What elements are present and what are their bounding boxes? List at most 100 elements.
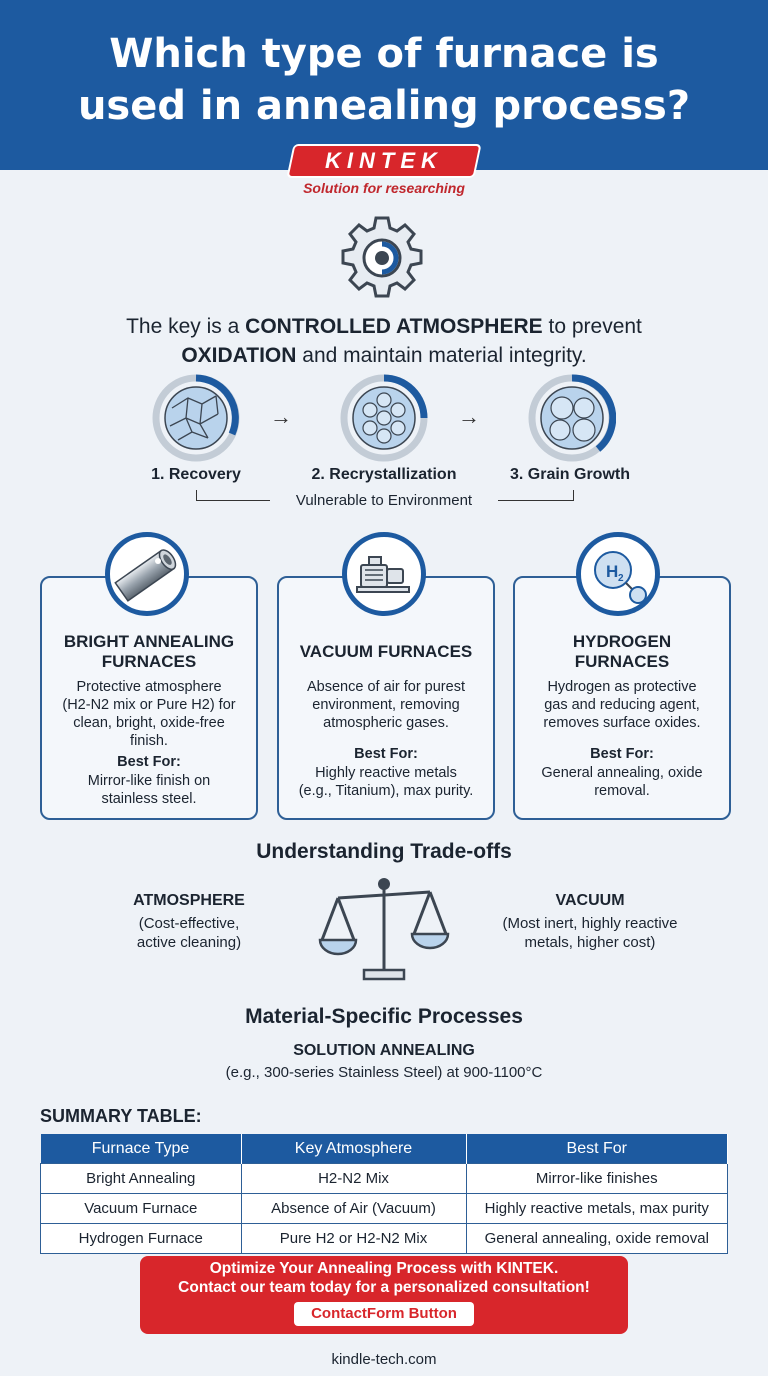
recrystallization-grain-icon	[340, 374, 428, 462]
hydrogen-symbol: H	[606, 562, 618, 581]
card-desc-line: gas and reducing agent,	[544, 697, 700, 713]
vacuum-title: VACUUM	[555, 892, 625, 909]
card-best-label: Best For:	[354, 746, 418, 762]
cta-banner: Optimize Your Annealing Process with KIN…	[140, 1256, 628, 1334]
material-title: Material-Specific Processes	[245, 1005, 523, 1028]
atmosphere-note-line: active cleaning)	[136, 934, 242, 951]
key-text-strong1: CONTROLLED ATMOSPHERE	[245, 315, 543, 338]
balance-scale-icon	[318, 878, 450, 981]
header-banner: Which type of furnace is used in anneali…	[0, 0, 768, 170]
brand-tagline: Solution for researching	[303, 180, 465, 196]
card-best-value: General annealing, oxide removal.	[523, 764, 721, 800]
summary-table: Furnace Type Key Atmosphere Best For Bri…	[40, 1134, 728, 1254]
kintek-logo: KINTEK	[325, 148, 443, 173]
solution-annealing-detail: (e.g., 300-series Stainless Steel) at 90…	[225, 1064, 543, 1081]
vacuum-pump-icon	[356, 556, 410, 593]
card-best-value: Highly reactive metals (e.g., Titanium),…	[287, 764, 485, 800]
hydrogen-subscript: 2	[618, 573, 624, 584]
stage-label-recovery: 1. Recovery	[151, 466, 241, 483]
atmosphere-title: ATMOSPHERE	[133, 892, 245, 909]
card-desc-line: Protective atmosphere	[76, 679, 222, 695]
card-desc-line: removes surface oxides.	[543, 715, 701, 731]
card-best-line: removal.	[594, 783, 650, 799]
table-cell: H2-N2 Mix	[240, 1163, 467, 1194]
card-title-line2: FURNACES	[101, 652, 197, 671]
key-text-part3: and maintain material integrity.	[296, 344, 587, 367]
cta-line1: Optimize Your Annealing Process with KIN…	[209, 1260, 559, 1277]
table-cell: Bright Annealing	[40, 1163, 242, 1194]
key-statement: The key is a CONTROLLED ATMOSPHERE to pr…	[60, 312, 708, 370]
tradeoffs-title: Understanding Trade-offs	[256, 840, 512, 863]
summary-table-label: SUMMARY TABLE:	[40, 1106, 202, 1126]
table-header-cell: Key Atmosphere	[241, 1134, 467, 1164]
card-vacuum-furnaces: VACUUM FURNACES Absence of air for pures…	[277, 576, 495, 820]
table-cell: General annealing, oxide removal	[465, 1223, 728, 1254]
gear-icon	[341, 216, 423, 298]
stage-label-grain-growth: 3. Grain Growth	[509, 466, 630, 483]
card-title: HYDROGEN FURNACES	[523, 632, 721, 672]
card-title-line1: HYDROGEN	[572, 632, 672, 651]
table-header-row: Furnace Type Key Atmosphere Best For	[40, 1134, 728, 1164]
card-title-line2: FURNACES	[574, 652, 670, 671]
table-cell: Hydrogen Furnace	[40, 1223, 242, 1254]
table-row: Vacuum Furnace Absence of Air (Vacuum) H…	[40, 1193, 728, 1224]
hydrogen-furnace-icon-circle: H 2	[576, 532, 660, 616]
card-description: Protective atmosphere (H2-N2 mix or Pure…	[50, 678, 248, 750]
card-best-line: Mirror-like finish on	[87, 773, 211, 789]
hydrogen-molecule-icon: H 2	[594, 551, 647, 604]
page-title: Which type of furnace is used in anneali…	[0, 28, 768, 132]
contact-form-button[interactable]: ContactForm Button	[294, 1302, 474, 1326]
card-best-label: Best For:	[117, 754, 181, 770]
table-header-cell: Best For	[466, 1134, 728, 1164]
card-best-line: (e.g., Titanium), max purity.	[298, 783, 474, 799]
table-cell: Highly reactive metals, max purity	[465, 1193, 728, 1224]
card-best-line: stainless steel.	[101, 791, 197, 807]
card-bright-annealing: BRIGHT ANNEALING FURNACES Protective atm…	[40, 576, 258, 820]
card-desc-line: Absence of air for purest	[307, 679, 465, 695]
card-best-label: Best For:	[590, 746, 654, 762]
table-cell: Vacuum Furnace	[40, 1193, 242, 1224]
key-text-strong2: OXIDATION	[181, 344, 297, 367]
card-best-line: General annealing, oxide	[541, 765, 703, 781]
bright-annealing-icon-circle	[105, 532, 189, 616]
card-desc-line: atmospheric gases.	[323, 715, 449, 731]
card-best-line: Highly reactive metals	[315, 765, 457, 781]
recovery-grain-icon	[152, 374, 240, 462]
table-row: Hydrogen Furnace Pure H2 or H2-N2 Mix Ge…	[40, 1223, 728, 1254]
key-text-part1: The key is a	[126, 315, 246, 338]
vacuum-furnace-icon-circle	[342, 532, 426, 616]
page-title-line1: Which type of furnace is	[109, 31, 659, 77]
card-description: Absence of air for purest environment, r…	[287, 678, 485, 732]
vacuum-note-line: (Most inert, highly reactive	[502, 915, 678, 932]
atmosphere-note-line: (Cost-effective,	[138, 915, 240, 932]
card-hydrogen-furnaces: HYDROGEN FURNACES Hydrogen as protective…	[513, 576, 731, 820]
metal-tube-icon	[114, 549, 177, 602]
card-desc-line: finish.	[130, 733, 168, 749]
arrow-right-icon: →	[458, 404, 480, 429]
table-cell: Absence of Air (Vacuum)	[240, 1193, 467, 1224]
key-text-part2: to prevent	[542, 315, 642, 338]
card-title: BRIGHT ANNEALING FURNACES	[50, 632, 248, 672]
vacuum-note-line: metals, higher cost)	[524, 934, 656, 951]
card-best-value: Mirror-like finish on stainless steel.	[50, 772, 248, 808]
card-desc-line: Hydrogen as protective	[547, 679, 697, 695]
footer-link[interactable]: kindle-tech.com	[331, 1351, 437, 1368]
card-title: VACUUM FURNACES	[299, 642, 473, 661]
vulnerable-note: Vulnerable to Environment	[270, 492, 498, 509]
card-title-line1: BRIGHT ANNEALING	[63, 632, 235, 651]
table-row: Bright Annealing H2-N2 Mix Mirror-like f…	[40, 1163, 728, 1194]
table-cell: Mirror-like finishes	[465, 1163, 728, 1194]
card-desc-line: environment, removing	[312, 697, 460, 713]
solution-annealing-title: SOLUTION ANNEALING	[293, 1042, 475, 1059]
table-cell: Pure H2 or H2-N2 Mix	[240, 1223, 467, 1254]
table-header-cell: Furnace Type	[40, 1134, 242, 1164]
vacuum-note: (Most inert, highly reactive metals, hig…	[480, 914, 700, 952]
stage-label-recrystallization: 2. Recrystallization	[311, 466, 457, 483]
grain-growth-icon	[528, 374, 616, 462]
card-desc-line: (H2-N2 mix or Pure H2) for	[62, 697, 236, 713]
page-title-line2: used in annealing process?	[77, 83, 691, 129]
card-description: Hydrogen as protective gas and reducing …	[523, 678, 721, 732]
atmosphere-note: (Cost-effective, active cleaning)	[100, 914, 278, 952]
cta-line2: Contact our team today for a personalize…	[178, 1279, 590, 1296]
arrow-right-icon: →	[270, 404, 292, 429]
